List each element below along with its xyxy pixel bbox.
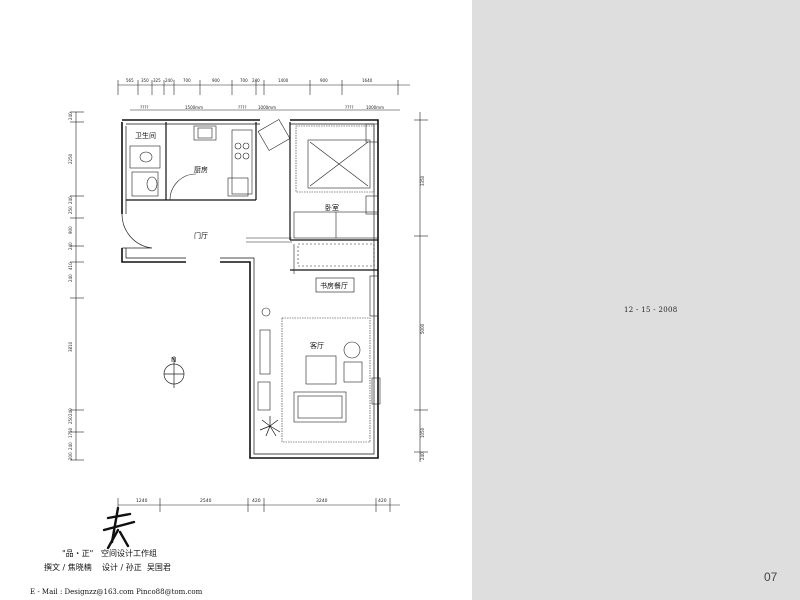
room-label-entry: 门厅: [194, 231, 208, 240]
kitchen-door: [169, 173, 197, 201]
right-page: 12 - 15 - 2008 07: [472, 0, 800, 600]
right-dimension-ticks: [414, 119, 428, 453]
dim-left-13: 200: [68, 452, 73, 460]
design-role: 设计: [101, 563, 118, 572]
dim-sub-q3: ????: [345, 105, 354, 110]
studio-line: "品・正" 空间设计工作组: [62, 548, 157, 559]
dim-bottom-0: 1240: [136, 498, 148, 504]
dim-top-10: 1640: [362, 78, 373, 83]
designer-1: 孙正: [125, 563, 142, 572]
dim-left-8: 3810: [68, 341, 73, 352]
dim-left-0: 240: [68, 112, 73, 120]
north-label: N: [171, 356, 176, 364]
room-label-study-dining: 书房餐厅: [320, 281, 348, 290]
floor-plan-drawing: 卫生间 厨房 卧室 门厅 书房餐厅 客厅 N 565 350 325 240 7…: [68, 78, 428, 550]
dim-sub-2: 1000mm: [258, 105, 276, 110]
dim-top-2: 325: [153, 78, 161, 83]
dim-left-7: 240: [68, 274, 73, 282]
top-dimension-ticks: [117, 80, 399, 95]
bedroom-furniture: [246, 119, 379, 243]
room-label-kitchen: 厨房: [194, 165, 208, 174]
entry-door: [121, 213, 153, 249]
study-dining-label-box: [315, 277, 355, 293]
plant-icon: [259, 416, 281, 437]
writer-role: 撰文: [44, 563, 60, 572]
date-text: 12 - 15 - 2008: [624, 306, 678, 314]
dim-sub-1: 1500mm: [185, 105, 203, 110]
dim-bottom-1: 2540: [200, 498, 212, 504]
dim-left-6: 410: [68, 262, 73, 270]
dim-top-0: 565: [126, 78, 134, 83]
dim-top-4: 700: [183, 78, 191, 83]
dim-top-8: 1400: [278, 78, 289, 83]
floor-plan-page: 卫生间 厨房 卧室 门厅 书房餐厅 客厅 N 565 350 325 240 7…: [30, 78, 428, 596]
dim-left-10: 250: [68, 416, 73, 424]
dim-left-9: 240: [68, 408, 73, 416]
studio-desc: 空间设计工作组: [101, 549, 157, 558]
dim-left-2: 240: [68, 196, 73, 204]
dim-top-5: 900: [212, 78, 220, 83]
inner-walls: [126, 122, 378, 271]
dim-top-1: 350: [141, 78, 149, 83]
studio-name: "品・正": [62, 549, 94, 558]
dim-bottom-4: 420: [378, 498, 387, 504]
left-dimension-ticks: [70, 111, 84, 461]
living-room-furniture: [257, 317, 381, 443]
dim-top-6: 700: [240, 78, 248, 83]
room-label-bathroom: 卫生间: [135, 131, 156, 140]
dim-left-1: 2250: [68, 153, 73, 164]
dim-sub-q2: ????: [238, 105, 247, 110]
dim-bottom-2: 420: [252, 498, 261, 504]
dim-left-11: 1750: [68, 427, 73, 438]
room-label-living: 客厅: [310, 341, 324, 350]
dim-left-3: 250: [68, 206, 73, 214]
dim-right-3: 240: [420, 452, 425, 460]
calligraphy-logo: [102, 506, 136, 550]
room-label-bedroom: 卧室: [325, 203, 339, 212]
writer-name: 焦晓楠: [67, 563, 92, 572]
dim-bottom-3: 3240: [316, 498, 328, 504]
dim-top-9: 900: [320, 78, 328, 83]
designer-2: 吴国君: [146, 563, 171, 572]
dim-right-1: 5000: [420, 323, 425, 334]
designers-line: 撰文 / 焦晓楠 设计 / 孙正 吴国君: [44, 563, 171, 572]
dim-sub-q1: ????: [140, 105, 149, 110]
page-number: 07: [764, 570, 778, 584]
dim-right-0: 3350: [420, 175, 425, 186]
dim-top-3: 240: [165, 78, 173, 83]
kitchen-fixtures: [193, 125, 253, 197]
email-line: E - Mail : Designzz@163.com Pinco88@tom.…: [30, 588, 203, 596]
dim-left-4: 900: [68, 226, 73, 234]
dim-left-12: 240: [68, 442, 73, 450]
dim-left-5: 240: [68, 242, 73, 250]
bottom-dimension-ticks: [117, 498, 391, 512]
dim-top-7: 240: [252, 78, 260, 83]
north-compass-icon: [163, 356, 185, 388]
dim-sub-3: 1000mm: [366, 105, 384, 110]
dim-right-2: 1050: [420, 427, 425, 438]
outer-walls: [121, 119, 379, 459]
bathroom-fixtures: [129, 145, 161, 197]
study-dining-furniture: [261, 243, 379, 317]
